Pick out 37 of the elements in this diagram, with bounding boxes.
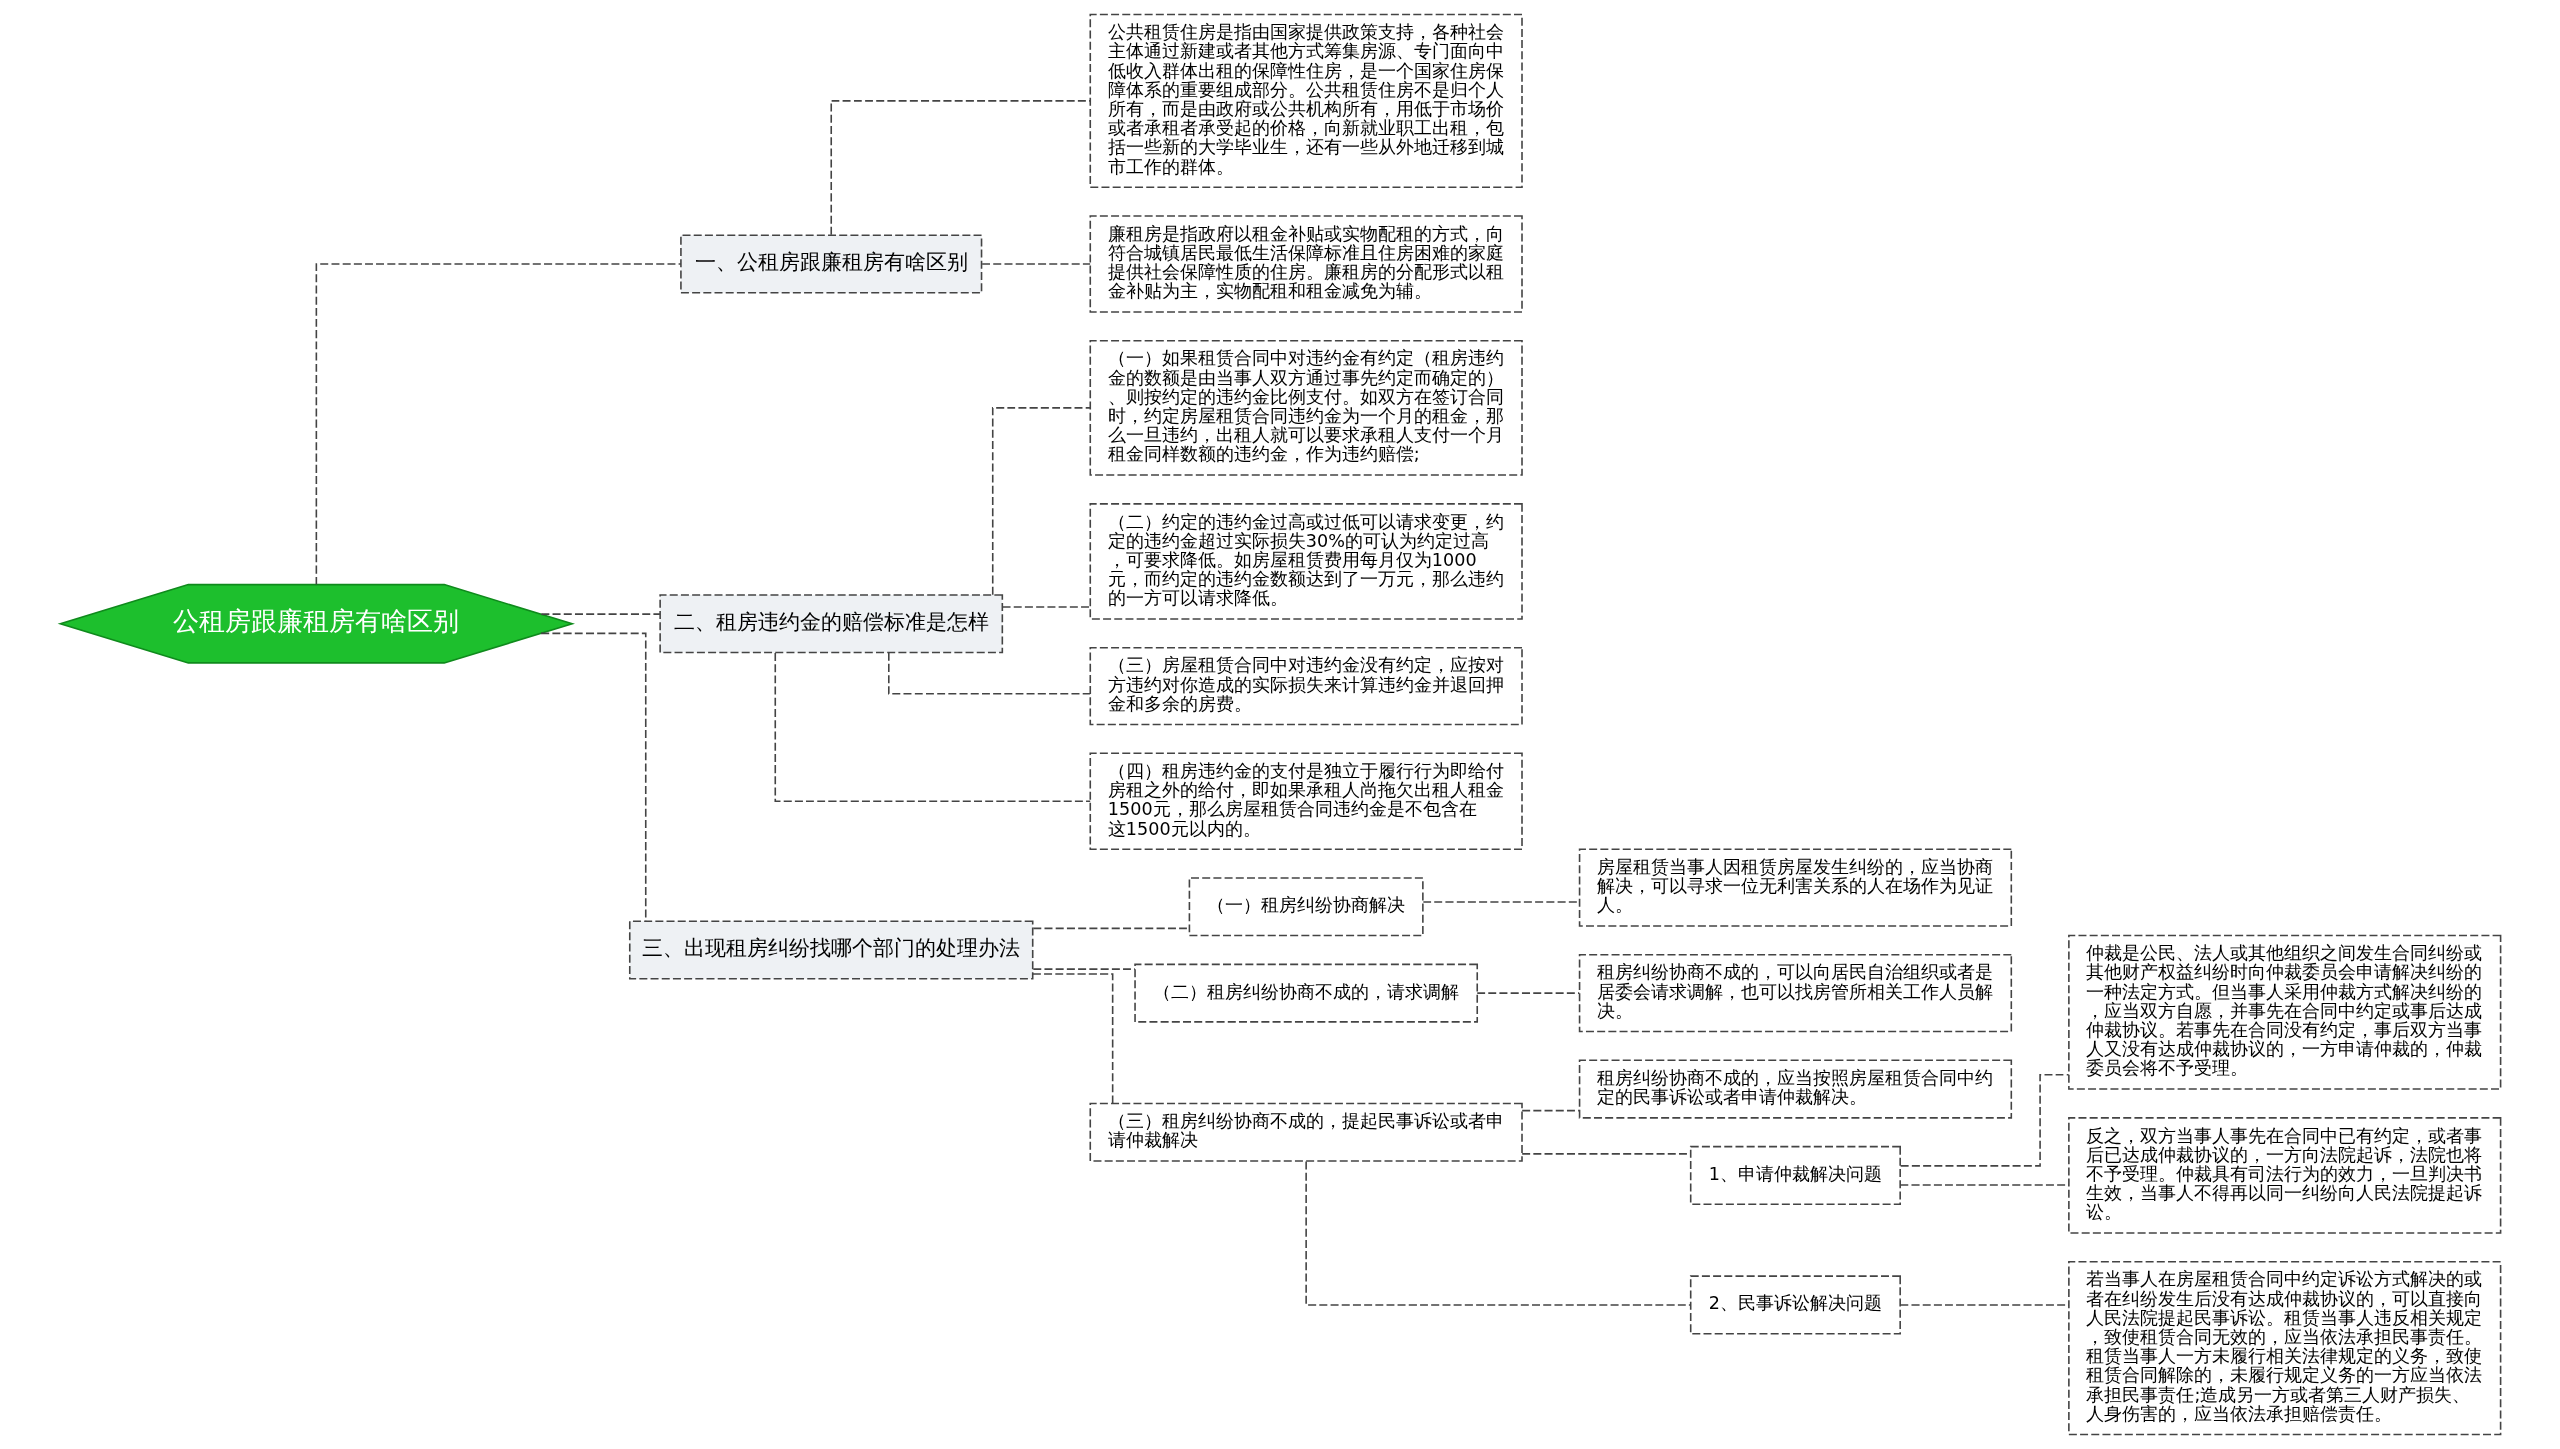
connector bbox=[991, 407, 1091, 596]
node-box: 仲裁是公民、法人或其他组织之间发生合同纠纷或其他财产权益纠纷时向仲裁委员会申请解决纠纷的一种法定方式。但当事人采用仲裁方式解决纠纷的，应当双方自愿，并事先在合同中约定或事后达成仲裁协议。若事先在合同没有约定，事后双方当事人又没有达成仲裁协议的，一方申请仲裁的，仲裁委员会将不予受理。 bbox=[2067, 934, 2501, 1090]
node-box: （一）租房纠纷协商解决 bbox=[1188, 877, 1424, 937]
connector bbox=[1520, 1109, 1580, 1112]
node-box: 若当事人在房屋租赁合同中约定诉讼方式解决的或者在纠纷发生后没有达成仲裁协议的，可以直接向人民法院提起民事诉讼。租赁当事人违反相关规定，致使租赁合同无效的，应当依法承担民事责任。租赁当事人一方未履行相关法律规定的义务，致使租赁合同解除的，未履行规定义务的一方应当依法承担民事责任;造成另一方或者第三人财产损失、人身伤害的，应当依法承担赔偿责任。 bbox=[2067, 1260, 2501, 1436]
node-box: 房屋租赁当事人因租赁房屋发生纠纷的，应当协商解决，可以寻求一位无利害关系的人在场作为见证人。 bbox=[1578, 848, 2012, 927]
node-box: （四）租房违约金的支付是独立于履行行为即给付房租之外的给付，即如果承租人尚拖欠出租人租金1500元，那么房屋租赁合同违约金是不包含在这1500元以内的。 bbox=[1088, 752, 1523, 850]
connector bbox=[540, 613, 661, 615]
node-box: 廉租房是指政府以租金补贴或实物配租的方式，向符合城镇居民最低生活保障标准且住房困难的家庭提供社会保障性质的住房。廉租房的分配形式以租金补贴为主，实物配租和租金减免为辅。 bbox=[1088, 215, 1523, 313]
connector bbox=[1899, 1304, 2070, 1306]
node-box: （二）约定的违约金过高或过低可以请求变更，约定的违约金超过实际损失30%的可认为约定过高，可要求降低。如房屋租赁费用每月仅为1000元，而约定的违约金数额达到了一万元，那么违约的一方可以请求降低。 bbox=[1088, 503, 1523, 620]
connector bbox=[887, 651, 1091, 695]
node-box: 公共租赁住房是指由国家提供政策支持，各种社会主体通过新建或者其他方式筹集房源、专门面向中低收入群体出租的保障性住房，是一个国家住房保障体系的重要组成部分。公共租赁住房不是归个人所有，而是由政府或公共机构所有，用低于市场价或者承租者承受起的价格，向新就业职工出租，包括一些新的大学毕业生，还有一些从外地迁移到城市工作的群体。 bbox=[1088, 13, 1523, 189]
node-box: 2、民事诉讼解决问题 bbox=[1689, 1275, 1901, 1335]
connector bbox=[829, 100, 1091, 236]
connector bbox=[1422, 901, 1580, 903]
connector bbox=[1001, 606, 1091, 608]
connector bbox=[315, 263, 682, 586]
connector bbox=[1032, 968, 1136, 970]
node-box: （二）租房纠纷协商不成的，请求调解 bbox=[1133, 963, 1478, 1023]
connector bbox=[1031, 973, 1113, 1104]
node-box: 反之，双方当事人事先在合同中已有约定，或者事后已达成仲裁协议的，一方向法院起诉，法院也将不予受理。仲裁具有司法行为的效力，一旦判决书生效，当事人不得再以同一纠纷向人民法院提起诉讼。 bbox=[2067, 1117, 2501, 1234]
node-box: 租房纠纷协商不成的，可以向居民自治组织或者是居委会请求调解，也可以找房管所相关工作人员解决。 bbox=[1578, 953, 2012, 1033]
connector bbox=[539, 632, 647, 922]
node-box: （一）如果租赁合同中对违约金有约定（租房违约金的数额是由当事人双方通过事先约定而确定的）、则按约定的违约金比例支付。如双方在签订合同时，约定房屋租赁合同违约金为一个月的租金，那么一旦违约，出租人就可以要求承租人支付一个月租金同样数额的违约金，作为违约赔偿; bbox=[1088, 339, 1523, 476]
node-box: 一、公租房跟廉租房有啥区别 bbox=[679, 234, 982, 294]
connector bbox=[1032, 927, 1190, 930]
connector bbox=[1304, 1160, 1691, 1306]
node-box: 租房纠纷协商不成的，应当按照房屋租赁合同中约定的民事诉讼或者申请仲裁解决。 bbox=[1578, 1059, 2012, 1119]
connector bbox=[980, 263, 1091, 265]
node-box: （三）租房纠纷协商不成的，提起民事诉讼或者申请仲裁解决 bbox=[1088, 1102, 1523, 1162]
node-box: 三、出现租房纠纷找哪个部门的处理办法 bbox=[628, 920, 1033, 980]
node-box: 1、申请仲裁解决问题 bbox=[1689, 1145, 1901, 1205]
node-box: （三）房屋租赁合同中对违约金没有约定，应按对方违约对你造成的实际损失来计算违约金并退回押金和多余的房费。 bbox=[1088, 646, 1523, 726]
connector bbox=[773, 652, 1091, 803]
connector bbox=[1475, 992, 1580, 994]
node-box: 二、租房违约金的赔偿标准是怎样 bbox=[658, 594, 1003, 654]
